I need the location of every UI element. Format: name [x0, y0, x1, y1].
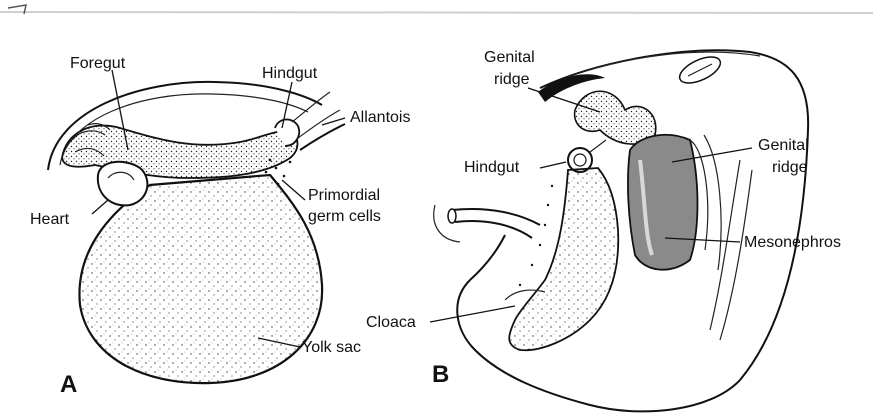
label-foregut: Foregut — [70, 55, 126, 72]
label-genital-ridge-left-1: Genital — [484, 49, 535, 66]
mesonephros-shape — [628, 135, 698, 270]
label-genital-ridge-right-1: Genital — [758, 137, 809, 154]
label-allantois: Allantois — [350, 109, 410, 126]
label-primordial: Primordial — [308, 187, 380, 204]
gut-tube — [62, 126, 298, 178]
panel-letter-a: A — [60, 371, 77, 398]
label-germ-cells: germ cells — [308, 208, 381, 225]
label-genital-ridge-left-2: ridge — [494, 71, 530, 88]
label-yolk-sac: Yolk sac — [302, 339, 361, 356]
label-hindgut-a: Hindgut — [262, 65, 318, 82]
label-mesonephros: Mesonephros — [744, 234, 841, 251]
label-cloaca: Cloaca — [366, 314, 416, 331]
scan-artifacts — [0, 5, 873, 14]
panel-letter-b: B — [432, 361, 449, 388]
label-genital-ridge-right-2: ridge — [772, 159, 808, 176]
gut-to-cloaca — [509, 168, 618, 350]
yolk-sac-shape — [79, 175, 322, 383]
heart-shape — [98, 162, 148, 206]
genital-ridge-cluster — [575, 91, 656, 144]
panel-a-drawing — [48, 82, 345, 383]
label-hindgut-b: Hindgut — [464, 159, 520, 176]
label-heart: Heart — [30, 211, 70, 228]
panel-b-drawing — [434, 50, 808, 411]
